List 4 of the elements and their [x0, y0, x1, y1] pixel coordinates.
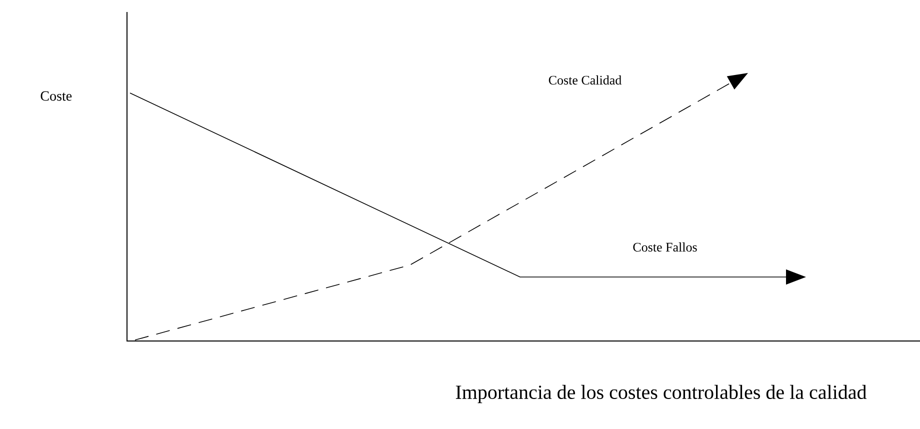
axis-title: Coste [40, 91, 72, 101]
line-label: Coste Calidad [548, 75, 622, 85]
line-label: Coste Fallos [633, 242, 697, 252]
axis-title: Importancia de los costes controlables de la calidad [456, 384, 867, 404]
